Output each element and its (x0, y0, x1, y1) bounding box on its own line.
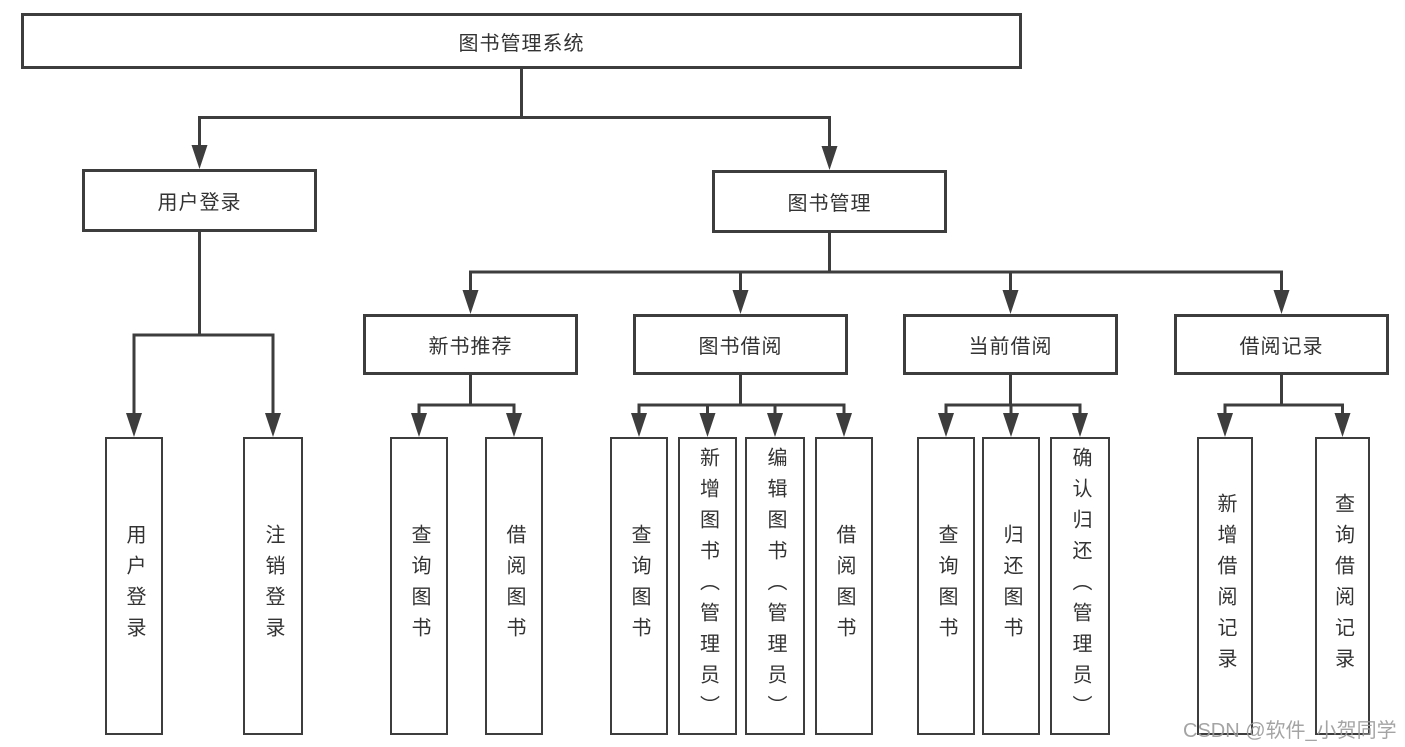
node-library-management-system: 图书管理系统 (21, 13, 1022, 69)
node-label: 图书管理系统 (458, 32, 585, 55)
leaf-query-books-current: 查询图书 (917, 437, 975, 735)
leaf-user-login: 用户登录 (105, 437, 163, 735)
node-label: 查询图书 (628, 524, 650, 648)
node-label: 新增借阅记录 (1214, 493, 1236, 679)
arrowhead (1334, 413, 1351, 437)
node-book-management: 图书管理 (712, 170, 947, 233)
arrowhead (1003, 413, 1019, 437)
node-label: 当前借阅 (968, 336, 1053, 358)
node-label: 用户登录 (157, 192, 242, 214)
node-label: 确认归还（管理员） (1069, 446, 1091, 726)
connector-book-mgmt-to-level3 (469, 233, 1283, 296)
connector-new-book-rec-to-leaves (417, 375, 516, 420)
node-label: 图书管理 (787, 193, 872, 215)
csdn-watermark: CSDN @软件_小贺同学 (1183, 720, 1397, 742)
leaf-confirm-return-admin: 确认归还（管理员） (1050, 437, 1110, 735)
arrowhead (1273, 290, 1290, 314)
arrowhead (699, 413, 716, 437)
leaf-query-books-recommend: 查询图书 (390, 437, 448, 735)
arrowhead (631, 413, 647, 437)
node-label: 借阅图书 (503, 524, 525, 648)
node-label: 图书借阅 (698, 336, 783, 358)
leaf-add-borrow-record: 新增借阅记录 (1197, 437, 1253, 735)
arrowhead (126, 413, 142, 437)
arrowhead (1072, 413, 1088, 437)
arrowhead (506, 413, 522, 437)
leaf-return-books: 归还图书 (982, 437, 1040, 735)
node-label: 编辑图书（管理员） (764, 446, 786, 726)
leaf-borrow-books-recommend: 借阅图书 (485, 437, 543, 735)
arrowhead (732, 290, 749, 314)
arrowhead (411, 413, 427, 437)
node-borrowing-records: 借阅记录 (1174, 314, 1389, 375)
node-label: 注销登录 (262, 524, 284, 648)
node-user-login: 用户登录 (82, 169, 317, 232)
connector-book-borrow-to-leaves (637, 375, 846, 420)
arrowhead (836, 413, 852, 437)
arrowhead (1002, 290, 1019, 314)
node-label: 新书推荐 (428, 336, 513, 358)
node-label: 归还图书 (1000, 524, 1022, 648)
node-label: 借阅图书 (833, 524, 855, 648)
node-label: 查询图书 (408, 524, 430, 648)
arrowhead (191, 145, 208, 169)
node-label: 借阅记录 (1239, 336, 1324, 358)
node-label: 新增图书（管理员） (696, 446, 719, 726)
arrowhead (767, 413, 783, 437)
leaf-borrow-books: 借阅图书 (815, 437, 873, 735)
connector-borrow-records-to-leaves (1223, 375, 1344, 420)
arrowhead (821, 146, 838, 170)
node-label: 用户登录 (123, 524, 145, 648)
node-book-borrowing: 图书借阅 (633, 314, 848, 375)
leaf-query-borrow-record: 查询借阅记录 (1315, 437, 1370, 735)
leaf-edit-book-admin: 编辑图书（管理员） (745, 437, 805, 735)
connector-user-login-to-leaves (132, 232, 275, 420)
connector-root-to-level2 (198, 69, 831, 151)
arrowhead (462, 290, 479, 314)
node-label: 查询图书 (935, 524, 957, 648)
arrowhead (265, 413, 281, 437)
leaf-query-books-borrowing: 查询图书 (610, 437, 668, 735)
node-label: 查询借阅记录 (1331, 493, 1354, 679)
node-new-book-recommend: 新书推荐 (363, 314, 578, 375)
arrowhead (938, 413, 954, 437)
leaf-add-book-admin: 新增图书（管理员） (678, 437, 737, 735)
arrowhead (1217, 413, 1233, 437)
arrowheads (126, 145, 1351, 437)
leaf-logout-login: 注销登录 (243, 437, 303, 735)
node-current-borrowing: 当前借阅 (903, 314, 1118, 375)
connector-current-borrow-to-leaves (944, 375, 1082, 420)
